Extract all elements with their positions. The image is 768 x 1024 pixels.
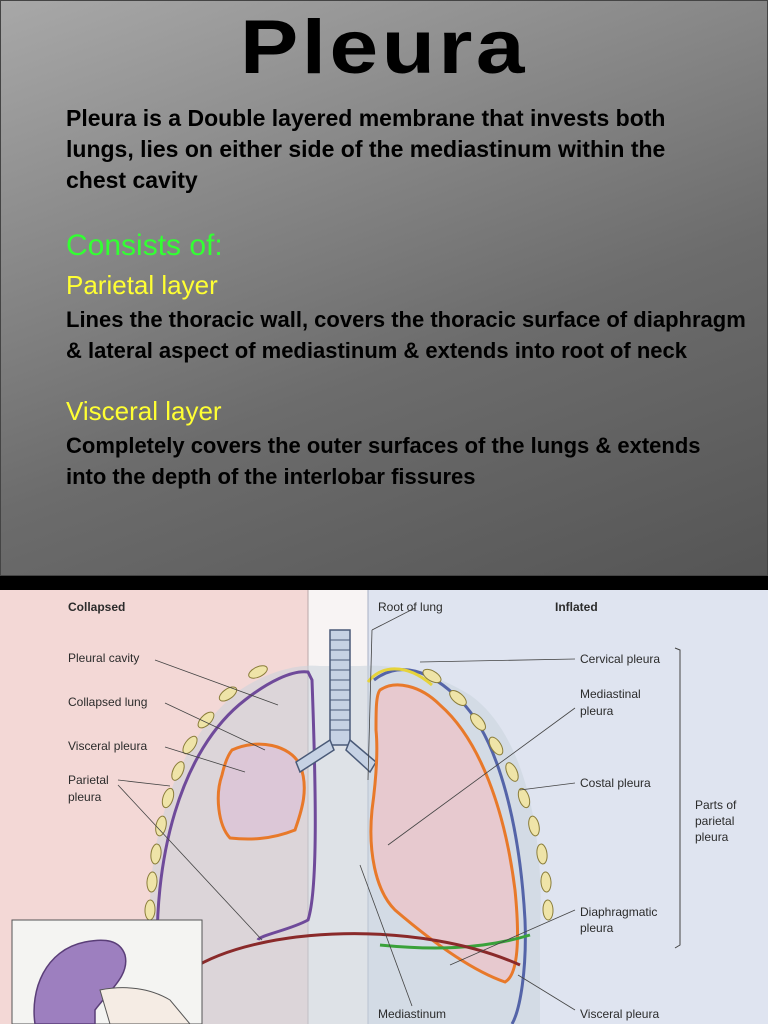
cervical-pleura-line bbox=[366, 667, 433, 687]
slide-title: Pleura bbox=[240, 5, 528, 90]
right-leader-lines bbox=[359, 607, 576, 1011]
diaphragmatic-pleura-label-1: Diaphragmatic bbox=[580, 905, 657, 919]
diaphragm bbox=[189, 932, 521, 972]
inflated-lung bbox=[369, 683, 519, 984]
parietal-pleura-label-2: pleura bbox=[68, 790, 102, 804]
parietal-pleura-label-1: Parietal bbox=[68, 773, 109, 787]
costal-pleura-label: Costal pleura bbox=[580, 776, 651, 790]
parts-of-parietal-label-2: parietal bbox=[695, 814, 734, 828]
root-of-lung-label: Root of lung bbox=[378, 600, 443, 614]
parietal-bracket bbox=[674, 647, 681, 949]
cervical-pleura-label: Cervical pleura bbox=[580, 652, 660, 666]
parietal-text: Lines the thoracic wall, covers the thor… bbox=[66, 307, 746, 363]
diaphragmatic-pleura-label-2: pleura bbox=[580, 921, 614, 935]
inflated-heading: Inflated bbox=[555, 600, 598, 614]
mediastinal-pleura-label-2: pleura bbox=[580, 704, 614, 718]
pleura-diagram: Collapsed Inflated Root of lung Pleural … bbox=[0, 590, 768, 1024]
collapsed-lung bbox=[216, 742, 306, 841]
visceral-heading: Visceral layer bbox=[66, 396, 222, 426]
consists-heading: Consists of: bbox=[66, 229, 223, 262]
left-parietal-pleura bbox=[155, 670, 317, 971]
parts-of-parietal-label-3: pleura bbox=[695, 830, 729, 844]
pleural-cavity-label: Pleural cavity bbox=[68, 651, 139, 665]
left-visceral-pleura-label: Visceral pleura bbox=[68, 739, 147, 753]
parts-of-parietal-label-1: Parts of bbox=[695, 798, 737, 812]
left-leader-lines bbox=[117, 659, 279, 941]
pleura-diagram-svg: Collapsed Inflated Root of lung Pleural … bbox=[0, 590, 768, 1024]
costal-pleura bbox=[373, 668, 527, 1024]
diaphragmatic-pleura-line bbox=[379, 933, 531, 950]
right-visceral-pleura-label: Visceral pleura bbox=[580, 1007, 659, 1021]
trachea bbox=[295, 629, 377, 774]
right-ribs bbox=[422, 668, 554, 921]
parietal-heading: Parietal layer bbox=[66, 270, 218, 300]
visceral-text: Completely covers the outer surfaces of … bbox=[66, 433, 701, 489]
slide-panel: Pleura Pleura is a Double layered membra… bbox=[0, 0, 768, 576]
intro-text: Pleura is a Double layered membrane that… bbox=[66, 105, 666, 193]
mediastinal-pleura-label-1: Mediastinal bbox=[580, 687, 641, 701]
mediastinum-label: Mediastinum bbox=[378, 1007, 446, 1021]
collapsed-heading: Collapsed bbox=[68, 600, 125, 614]
collapsed-lung-label: Collapsed lung bbox=[68, 695, 147, 709]
inset-hand bbox=[99, 987, 191, 1024]
left-ribs bbox=[144, 665, 268, 921]
